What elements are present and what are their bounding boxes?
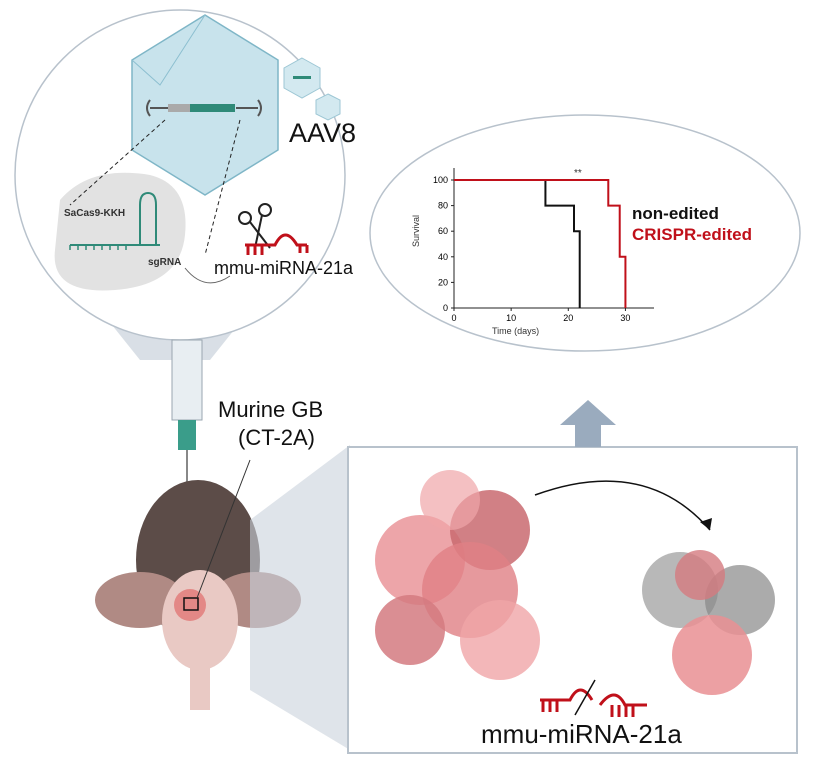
pointer-line [196,459,251,599]
survival-chart: 0 20 40 60 80 100 0 10 20 30 [433,168,654,323]
dash-line-2 [204,119,241,256]
sgrna-panel [54,172,186,291]
mirna-icon-top [245,233,309,255]
model-label-line2: (CT-2A) [238,425,315,450]
zoom-funnel-bottom [250,445,350,750]
aav8-label: AAV8 [289,118,357,148]
small-capsid-icon-2 [315,93,341,121]
mouse-head-icon [95,480,301,710]
slash-divider [574,679,596,716]
edited-tumor-cluster-icon [642,550,775,695]
tumor-cluster-icon [375,470,540,680]
sacas9-label: SaCas9-KKH [64,208,126,219]
y-tick-label: 40 [438,252,448,262]
legend-non-edited: non-edited [632,204,719,223]
connector-curve [184,267,231,284]
x-tick-label: 0 [451,313,456,323]
mirna-label-top: mmu-miRNA-21a [214,258,354,278]
y-tick-label: 80 [438,201,448,211]
mirna-icon-bottom-right [598,693,647,717]
y-tick-label: 20 [438,277,448,287]
up-arrow-icon [560,400,616,447]
x-tick-label: 20 [563,313,573,323]
x-tick-label: 30 [620,313,630,323]
model-label-line1: Murine GB [218,397,324,422]
y-axis-label: Survival [411,214,422,248]
curved-arrow [534,480,711,531]
y-tick-label: 0 [443,303,448,313]
dash-line-1 [69,119,166,206]
significance-marker: ** [574,168,582,179]
legend-crispr-edited: CRISPR-edited [632,225,752,244]
mirna-label-bottom: mmu-miRNA-21a [481,719,682,749]
sgrna-icon [70,191,160,246]
survival-ellipse [369,114,801,352]
mirna-icon-bottom-left [540,688,594,712]
survival-line-1 [454,179,627,308]
x-axis-label: Time (days) [492,326,540,336]
x-tick-label: 10 [506,313,516,323]
aav-capsid-icon [131,14,279,196]
y-tick-label: 100 [433,175,448,185]
sgrna-label: sgRNA [148,257,182,268]
y-tick-label: 60 [438,226,448,236]
